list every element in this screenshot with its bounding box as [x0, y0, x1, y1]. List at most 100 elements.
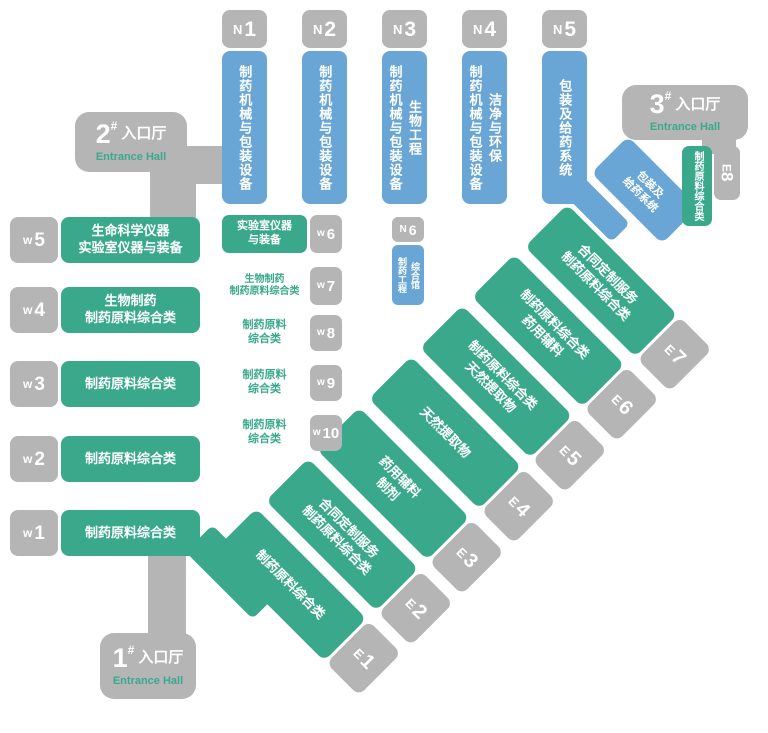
hall-e8-label-number: 8 — [717, 172, 737, 182]
entrance-hall-3[interactable]: 3#入口厅 Entrance Hall — [622, 85, 748, 140]
entrance-hall-1[interactable]: 1#入口厅 Entrance Hall — [100, 633, 196, 699]
entrance-1-number: 1 — [112, 642, 128, 673]
hall-e1-line-1: 制药原料综合类 — [253, 546, 329, 622]
hall-n1-label-number: 1 — [244, 17, 257, 41]
hall-n3-label-prefix: N — [392, 21, 403, 37]
hall-w4-body: 生物制药制药原料综合类 — [61, 287, 200, 333]
hall-n6-label-prefix: N — [399, 223, 407, 235]
entrance-1-title: 1#入口厅 — [112, 642, 184, 673]
hall-n2-label-prefix: N — [312, 21, 323, 37]
hall-w5-line-2: 实验室仪器与装备 — [78, 240, 183, 255]
hall-w4-label-number: 4 — [34, 299, 45, 321]
entrance-1-en-label: Entrance Hall — [112, 674, 184, 687]
hall-w7-label-prefix: w — [316, 280, 325, 291]
entrance-2-cn-label: 入口厅 — [121, 125, 167, 143]
hall-n6-label-number: 6 — [408, 221, 417, 238]
hall-w6-label-number: 6 — [326, 225, 336, 243]
hall-n5-label-prefix: N — [552, 21, 563, 37]
hall-e8-text: 制药原料综合类 — [692, 151, 703, 221]
entrance-3-en-label: Entrance Hall — [649, 121, 721, 134]
hall-e4-line-1: 天然提取物 — [417, 403, 475, 461]
hall-n5-line-1: 包装及给药系统 — [557, 78, 573, 177]
hall-w3-label-number: 3 — [34, 373, 45, 395]
hall-n6-line-2: 综合馆 — [410, 261, 421, 289]
hall-n2-label-number: 2 — [324, 17, 337, 41]
hall-w8-label-number: 8 — [326, 324, 336, 342]
hall-n2-line-1: 制药机械与包装设备 — [317, 64, 333, 191]
hall-n3-body: 制药机械与包装设备生物工程 — [382, 51, 427, 204]
hall-w4-line-2: 制药原料综合类 — [84, 310, 176, 325]
hall-w3-line-1: 制药原料综合类 — [84, 375, 176, 391]
hall-n5-body: 包装及给药系统 — [542, 51, 587, 204]
hall-w6-body: 实验室仪器与装备 — [222, 215, 307, 253]
connector-entrance1-vertical — [148, 552, 186, 640]
hall-w10-label-prefix: w — [312, 427, 321, 438]
hall-w1-line-1: 制药原料综合类 — [84, 524, 176, 540]
entrance-2-en-label: Entrance Hall — [95, 150, 167, 163]
hall-w4-label-prefix: w — [23, 303, 33, 317]
entrance-2-title: 2#入口厅 — [96, 118, 167, 148]
hall-w7-body: 生物制药制药原料综合类 — [222, 267, 307, 305]
hall-w6-line-2: 与装备 — [248, 234, 281, 246]
hall-w1-label-number: 1 — [34, 522, 45, 544]
hall-w1-label-prefix: w — [23, 526, 33, 540]
hall-w9-body: 制药原料综合类 — [222, 365, 307, 401]
hall-n4-line-2: 洁净与环保 — [487, 92, 502, 163]
hall-w2-body: 制药原料综合类 — [61, 436, 200, 482]
hall-w9-label-number: 9 — [326, 374, 336, 392]
hall-w8-line-2: 综合类 — [248, 333, 281, 345]
hall-w7-label-number: 7 — [326, 277, 336, 295]
entrance-1-hash: # — [127, 642, 135, 657]
hall-w4-line-1: 生物制药 — [104, 293, 157, 309]
hall-w5-label-prefix: w — [23, 233, 33, 247]
entrance-hall-2[interactable]: 2#入口厅 Entrance Hall — [75, 112, 187, 172]
entrance-2-hash: # — [110, 118, 118, 133]
hall-w8-label-prefix: w — [316, 327, 325, 338]
hall-w8-body: 制药原料综合类 — [222, 315, 307, 351]
hall-w1-body: 制药原料综合类 — [61, 510, 200, 556]
hall-n4-label-prefix: N — [472, 21, 483, 37]
entrance-3-cn-label: 入口厅 — [675, 95, 721, 113]
hall-w8-line-1: 制药原料 — [242, 319, 287, 332]
hall-n3-line-2: 生物工程 — [407, 99, 422, 156]
hall-n1-line-1: 制药机械与包装设备 — [237, 64, 253, 191]
hall-n1-label-prefix: N — [232, 21, 243, 37]
hall-w2-line-1: 制药原料综合类 — [84, 450, 176, 466]
hall-w2-label-prefix: w — [23, 452, 33, 466]
hall-w9-line-1: 制药原料 — [242, 369, 287, 382]
hall-w3-body: 制药原料综合类 — [61, 361, 200, 407]
hall-e8-body[interactable]: 制药原料综合类 — [682, 146, 712, 226]
hall-w5-label-number: 5 — [34, 229, 45, 251]
hall-w10-label-number: 10 — [322, 424, 340, 442]
